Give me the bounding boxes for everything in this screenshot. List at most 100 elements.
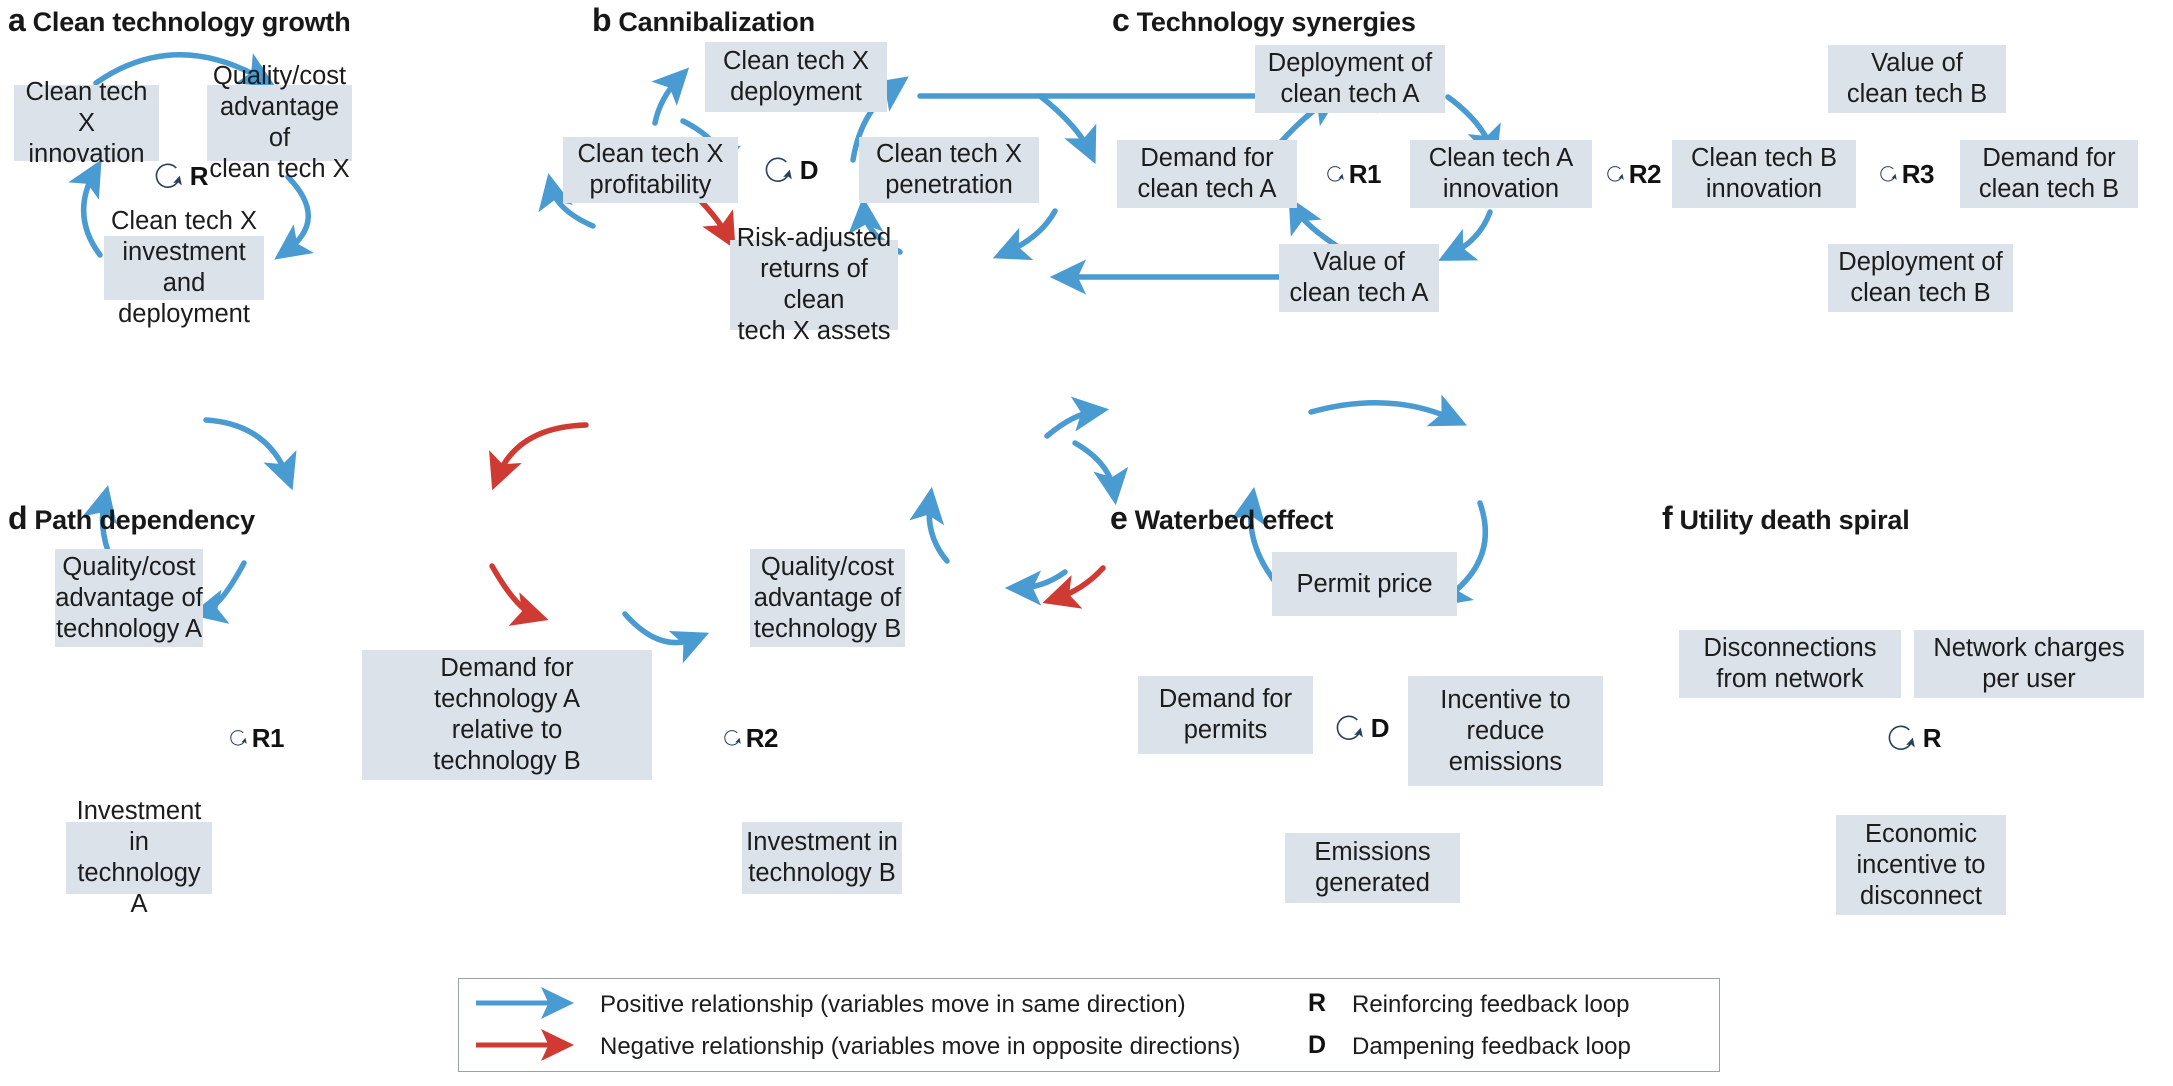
- legend-negative-label: Negative relationship (variables move in…: [600, 1033, 1241, 1060]
- loop-badge-c-R1: R1: [1325, 146, 1382, 202]
- panel-heading-f: Utility death spiral: [1679, 505, 1910, 535]
- loop-label: R: [1922, 722, 1942, 753]
- panel-letter-f: f: [1662, 500, 1673, 536]
- loop-badge-b-D: D: [762, 142, 819, 198]
- loop-arrow-icon: [155, 163, 182, 188]
- legend-reinforcing-symbol: R: [1308, 989, 1327, 1017]
- loop-label: R3: [1901, 158, 1935, 189]
- loop-label: R2: [1628, 158, 1662, 189]
- legend-dampening-symbol: D: [1308, 1031, 1327, 1059]
- legend-arrow-icons: [476, 986, 575, 1061]
- panel-heading-d: Path dependency: [34, 505, 255, 535]
- loop-label: R1: [1348, 158, 1382, 189]
- loop-arrow-icon: [1327, 166, 1344, 182]
- loop-badge-a-R: R: [152, 148, 209, 204]
- loop-label: D: [1370, 712, 1390, 743]
- panel-letter-d: d: [8, 500, 28, 536]
- loop-badge-e-D: D: [1333, 700, 1390, 756]
- loop-label: D: [799, 154, 819, 185]
- panel-letter-b: b: [592, 2, 612, 38]
- loop-label: R2: [745, 722, 779, 753]
- loop-arrow-icon: [724, 730, 741, 746]
- loop-arrow-icon: [230, 730, 247, 746]
- loop-badge-c-R2: R2: [1605, 146, 1662, 202]
- loop-badge-f-R: R: [1885, 710, 1942, 766]
- panel-heading-c: Technology synergies: [1136, 7, 1416, 37]
- node-label: Permit price: [1296, 569, 1433, 598]
- node-e1[interactable]: Permit price: [1272, 552, 1457, 616]
- loop-arrow-icon: [1607, 166, 1624, 182]
- legend-dampening-label: Dampening feedback loop: [1352, 1033, 1631, 1060]
- loop-badge-d-R1: R1: [228, 710, 285, 766]
- panel-letter-a: a: [8, 2, 26, 38]
- legend-reinforcing-label: Reinforcing feedback loop: [1352, 991, 1630, 1018]
- panel-letter-c: c: [1112, 2, 1130, 38]
- panel-heading-b: Cannibalization: [618, 7, 815, 37]
- panel-heading-a: Clean technology growth: [32, 7, 351, 37]
- loop-arrow-icon: [765, 157, 792, 182]
- panel-letter-e: e: [1110, 500, 1128, 536]
- loop-badge-d-R2: R2: [722, 710, 779, 766]
- loop-badge-c-R3: R3: [1878, 146, 1935, 202]
- loop-label: R: [189, 160, 209, 191]
- panel-heading-e: Waterbed effect: [1134, 505, 1334, 535]
- loop-arrow-icon: [1888, 725, 1915, 750]
